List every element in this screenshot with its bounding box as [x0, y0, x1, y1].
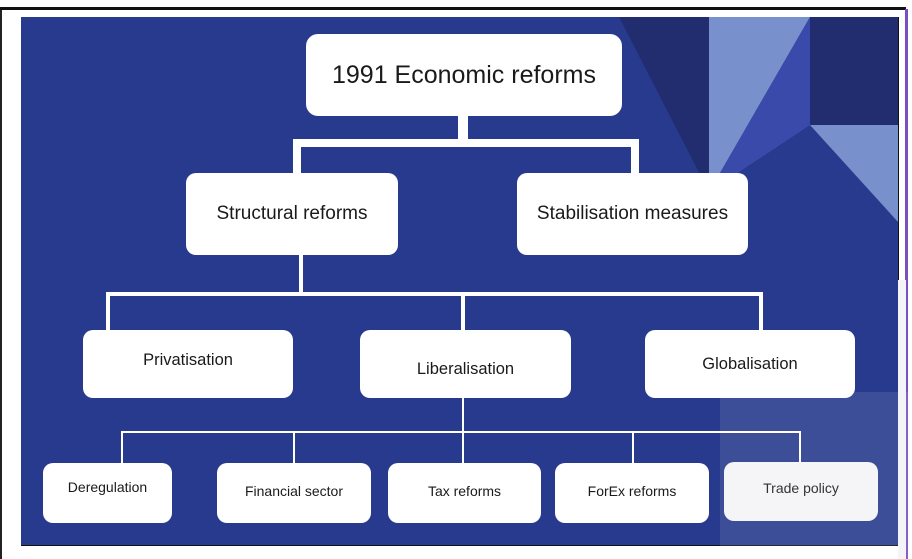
connector-structural-down: [299, 255, 303, 295]
connector-forex-drop: [632, 431, 634, 463]
node-liberalisation-label: Liberalisation: [416, 359, 515, 378]
light-triangle-right: [810, 125, 898, 222]
overlay-right-edge: [898, 280, 906, 559]
connector-deregulation-drop: [121, 431, 123, 463]
node-root-label: 1991 Economic reforms: [331, 60, 596, 89]
connector-structural-drop: [293, 139, 301, 175]
dark-triangle-left: [619, 17, 709, 192]
node-stabilisation-measures-label: Stabilisation measures: [536, 203, 729, 224]
connector-level3-bar: [121, 431, 801, 433]
frame-left-border: [0, 9, 2, 559]
connector-stabilisation-drop: [631, 139, 639, 175]
node-deregulation-label: Deregulation: [67, 479, 148, 495]
node-root: 1991 Economic reforms: [306, 34, 622, 116]
node-forex-reforms-label: ForEx reforms: [587, 483, 677, 499]
node-liberalisation: Liberalisation: [360, 330, 571, 398]
node-tax-reforms: Tax reforms: [388, 463, 541, 523]
node-globalisation-label: Globalisation: [702, 354, 798, 373]
connector-level1-bar: [293, 139, 639, 147]
connector-trade-drop: [799, 431, 801, 463]
dark-square-right: [810, 17, 898, 125]
node-structural-reforms: Structural reforms: [186, 173, 398, 255]
frame-right-accent: [905, 9, 908, 559]
mid-triangle: [709, 17, 810, 192]
connector-tax-drop: [462, 431, 464, 463]
node-tax-reforms-label: Tax reforms: [427, 483, 502, 499]
connector-globalisation-drop: [759, 292, 763, 332]
node-deregulation: Deregulation: [43, 463, 172, 523]
node-financial-sector: Financial sector: [217, 463, 371, 523]
node-financial-sector-label: Financial sector: [244, 483, 344, 499]
connector-level2-bar: [106, 292, 763, 296]
connector-liberalisation-down: [462, 397, 464, 433]
connector-privatisation-drop: [106, 292, 110, 332]
node-globalisation: Globalisation: [645, 330, 855, 398]
node-forex-reforms: ForEx reforms: [555, 463, 709, 523]
connector-financial-drop: [293, 431, 295, 463]
node-privatisation: Privatisation: [83, 330, 293, 398]
frame-top-border: [0, 7, 906, 10]
connector-root-down: [458, 116, 468, 144]
node-privatisation-label: Privatisation: [143, 350, 233, 369]
node-trade-policy: Trade policy: [724, 462, 878, 521]
node-trade-policy-label: Trade policy: [763, 479, 839, 496]
slide-panel: 1991 Economic reforms Structural reforms…: [21, 17, 899, 546]
node-stabilisation-measures: Stabilisation measures: [517, 173, 748, 255]
node-structural-reforms-label: Structural reforms: [216, 203, 368, 224]
decorative-triangles: [619, 17, 898, 222]
connector-liberalisation-drop: [461, 292, 465, 332]
